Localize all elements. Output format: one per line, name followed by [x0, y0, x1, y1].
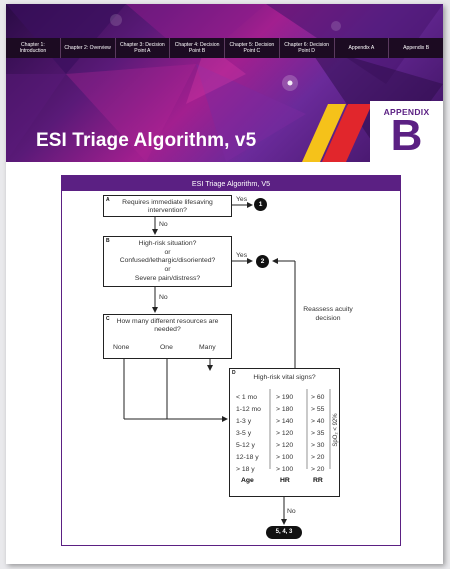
decision-b-line3: Severe pain/distress? [134, 275, 201, 282]
header-banner: Chapter 1: Introduction Chapter 2: Overv… [6, 4, 443, 162]
decision-d-no-label: No [287, 508, 296, 515]
appendix-label: APPENDIX [383, 107, 430, 117]
vital-cell-hr: > 120 [276, 442, 294, 449]
appendix-page: Chapter 1: Introduction Chapter 2: Overv… [6, 4, 443, 564]
decision-c-option-one: One [160, 344, 173, 351]
vital-cell-age: 12-18 y [236, 454, 259, 461]
vital-cell-hr: > 140 [276, 418, 294, 425]
vital-cell-rr: > 55 [311, 406, 325, 413]
decision-b-or1: or [164, 249, 171, 256]
accent-stripes [302, 104, 372, 162]
decision-c-option-many: Many [199, 344, 216, 351]
vital-cell-age: > 18 y [236, 466, 255, 473]
decision-c-option-none: None [113, 344, 130, 351]
spo2-label: SpO₂ < 92% [333, 413, 339, 447]
decision-c-line1: How many different resources are [116, 318, 219, 325]
nav-chapter-6[interactable]: Chapter 6: Decision Point D [280, 38, 335, 58]
vital-cell-rr: > 20 [311, 466, 325, 473]
decision-b-line2: Confused/lethargic/disoriented? [119, 257, 216, 264]
vital-cell-rr: > 30 [311, 442, 325, 449]
decision-b-box: B High-risk situation? or Confused/letha… [103, 236, 232, 287]
nav-chapter-5[interactable]: Chapter 5: Decision Point C [225, 38, 280, 58]
panel-title: ESI Triage Algorithm, V5 [62, 176, 400, 191]
decision-b-line1: High-risk situation? [138, 240, 197, 247]
vital-cell-rr: > 20 [311, 454, 325, 461]
decision-a-box: A Requires immediate lifesaving interven… [103, 195, 232, 217]
chapter-nav: Chapter 1: Introduction Chapter 2: Overv… [6, 38, 443, 58]
vital-signs-dividers [269, 389, 331, 469]
nav-appendix-b[interactable]: Appendix B [403, 45, 430, 51]
vital-cell-age: 1-3 y [236, 418, 252, 425]
vital-cell-hr: > 100 [276, 454, 294, 461]
nav-chapter-4[interactable]: Chapter 4: Decision Point B [170, 38, 225, 58]
reassess-label-line1: Reassess acuity [303, 306, 353, 313]
vital-cell-hr: > 180 [276, 406, 294, 413]
vital-cell-rr: > 60 [311, 394, 325, 401]
vital-cell-hr: > 190 [276, 394, 294, 401]
decision-c-letter: C [106, 316, 110, 322]
decision-a-yes-label: Yes [236, 196, 248, 203]
decision-a-no-label: No [159, 221, 168, 228]
vital-cell-hr: > 120 [276, 430, 294, 437]
decision-a-question-line2: intervention? [148, 207, 187, 214]
column-header-rr: RR [313, 477, 323, 484]
vital-cell-age: 5-12 y [236, 442, 255, 449]
vital-cell-rr: > 35 [311, 430, 325, 437]
column-header-hr: HR [280, 477, 290, 484]
decision-a-letter: A [106, 197, 110, 203]
nav-chapter-3[interactable]: Chapter 3: Decision Point A [116, 38, 171, 58]
decision-d-letter: D [232, 370, 236, 376]
decision-d-box: D High-risk vital signs? < 1 mo > 190 > 60… [229, 368, 340, 497]
flow-connectors [123, 202, 296, 525]
vital-cell-age: 1-12 mo [236, 406, 261, 413]
vital-cell-rr: > 40 [311, 418, 325, 425]
vital-cell-age: 3-5 y [236, 430, 252, 437]
decision-b-yes-label: Yes [236, 252, 248, 259]
vital-signs-title: High-risk vital signs? [253, 374, 316, 381]
outcome-level-2: 2 [256, 255, 269, 268]
nav-chapter-1[interactable]: Chapter 1: Introduction [6, 38, 61, 58]
nav-appendix-a[interactable]: Appendix A [335, 38, 390, 58]
nav-chapter-2[interactable]: Chapter 2: Overview [61, 38, 116, 58]
appendix-letter: B [390, 111, 423, 160]
column-header-age: Age [241, 477, 254, 484]
decision-b-letter: B [106, 238, 110, 244]
algorithm-panel: ESI Triage Algorithm, V5 [61, 175, 401, 546]
decision-c-line2: needed? [154, 326, 181, 333]
decision-b-no-label: No [159, 294, 168, 301]
vital-cell-hr: > 100 [276, 466, 294, 473]
decision-c-box: C How many different resources are neede… [103, 314, 232, 359]
appendix-badge: APPENDIX B [370, 101, 443, 162]
vital-cell-age: < 1 mo [236, 394, 257, 401]
page-title: ESI Triage Algorithm, v5 [36, 130, 257, 151]
decision-b-or2: or [164, 266, 171, 273]
reassess-label-line2: decision [315, 315, 341, 322]
decision-a-question-line1: Requires immediate lifesaving [122, 199, 213, 206]
outcome-level-1: 1 [254, 198, 267, 211]
outcome-levels-5-4-3: 5, 4, 3 [266, 526, 302, 539]
